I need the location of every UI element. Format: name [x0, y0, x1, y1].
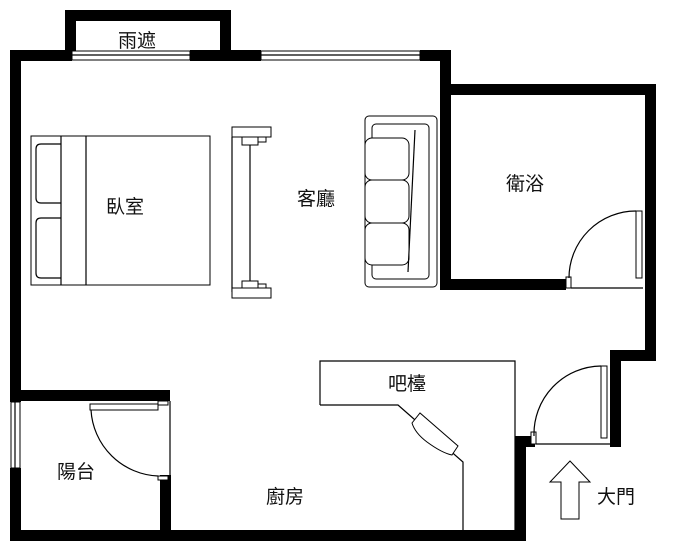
- room-label-living-room: 客廳: [297, 188, 336, 210]
- bar-counter: [319, 360, 516, 530]
- room-label-main-entrance: 大門: [597, 486, 636, 508]
- bed: [30, 135, 211, 286]
- room-label-canopy: 雨遮: [118, 30, 157, 52]
- window-top-left: [71, 50, 191, 61]
- window-top-center: [260, 50, 421, 61]
- room-label-kitchen: 廚房: [266, 486, 305, 508]
- up-arrow-icon: [548, 460, 592, 520]
- canopy-walls: [65, 10, 231, 60]
- room-label-balcony: 陽台: [57, 461, 96, 483]
- window-balcony-left: [10, 401, 21, 469]
- room-label-bedroom: 臥室: [106, 196, 145, 218]
- balcony-door[interactable]: [89, 400, 171, 481]
- entrance-door[interactable]: [530, 365, 610, 445]
- sofa: [364, 115, 438, 288]
- tv-cabinet: [231, 126, 272, 299]
- room-label-bathroom: 衛浴: [506, 173, 545, 195]
- bathroom-door[interactable]: [565, 210, 643, 289]
- exterior-walls: [10, 50, 656, 541]
- room-label-bar-counter: 吧檯: [388, 373, 427, 395]
